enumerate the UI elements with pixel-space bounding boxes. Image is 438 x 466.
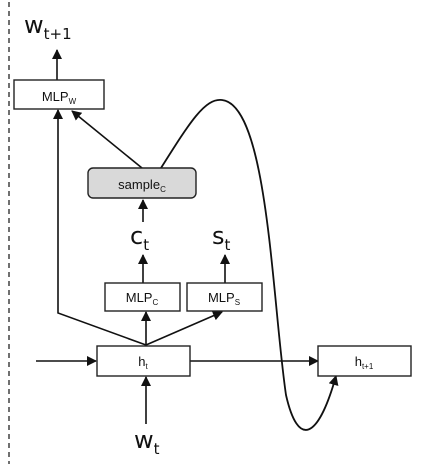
- edge-h-t-to-mlp-w: [53, 109, 147, 346]
- svg-text:wt: wt: [134, 426, 160, 458]
- mlp-w-box: MLPW: [13, 79, 105, 110]
- mlp-s-label: MLP: [208, 290, 235, 305]
- h-t-label: h: [138, 354, 145, 369]
- edge-sample-c-to-mlp-w: [71, 110, 143, 169]
- svg-text:MLPS: MLPS: [208, 290, 240, 307]
- w-next-label: w: [24, 11, 44, 39]
- svg-text:MLPC: MLPC: [126, 290, 159, 307]
- h-t1-subscript: t+1: [362, 362, 374, 371]
- edge-sample-c-to-h-t1-curve: [160, 99, 339, 431]
- h-t1-label: h: [355, 354, 362, 369]
- w-next-subscript: t+1: [44, 25, 72, 43]
- c-t-subscript: t: [143, 236, 149, 254]
- w-t-label: w: [134, 426, 154, 454]
- svg-text:ct: ct: [130, 222, 149, 254]
- mlp-c-label: MLP: [126, 290, 153, 305]
- svg-text:sampleC: sampleC: [118, 177, 166, 194]
- svg-text:st: st: [212, 222, 231, 254]
- w-t-subscript: t: [154, 440, 160, 458]
- sample-c-subscript: C: [160, 185, 166, 194]
- edge-h-t-to-mlp-s: [145, 310, 223, 346]
- h-t1-box: ht+1: [317, 345, 412, 377]
- mlp-c-box: MLPC: [104, 282, 181, 312]
- s-t-label: s: [212, 222, 225, 250]
- mlp-c-subscript: C: [152, 298, 158, 307]
- mlp-w-subscript: W: [69, 97, 77, 106]
- mlp-s-box: MLPS: [186, 282, 263, 312]
- c-t-label: c: [130, 222, 143, 250]
- h-t-box: ht: [96, 345, 191, 377]
- sample-c-box: sampleC: [87, 167, 197, 199]
- s-t-subscript: t: [225, 236, 231, 254]
- h-t-subscript: t: [146, 362, 149, 371]
- mlp-w-label: MLP: [42, 89, 69, 104]
- mlp-s-subscript: S: [235, 298, 240, 307]
- sample-c-label: sample: [118, 177, 160, 192]
- svg-text:ht: ht: [138, 354, 148, 371]
- svg-text:MLPW: MLPW: [42, 89, 77, 106]
- svg-text:ht+1: ht+1: [355, 354, 374, 371]
- svg-text:wt+1: wt+1: [24, 11, 72, 43]
